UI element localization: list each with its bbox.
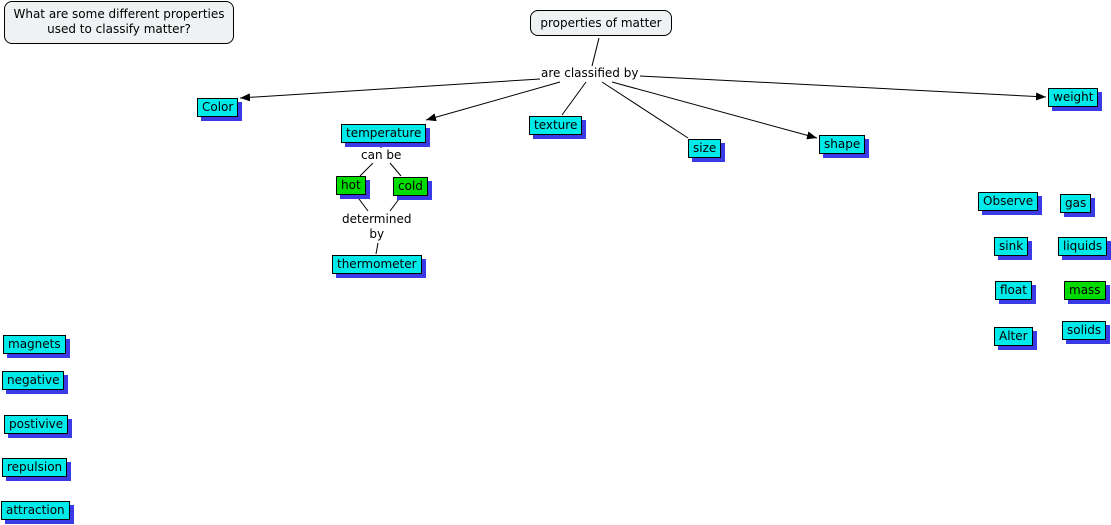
- concept-weight[interactable]: weight: [1048, 88, 1099, 107]
- line-determined-to-thermometer: [375, 242, 379, 255]
- arrow-to-weight: [639, 75, 1047, 101]
- arrow-to-color: [239, 78, 541, 102]
- line-canbe-to-cold: [389, 162, 402, 177]
- concept-sink[interactable]: sink: [994, 237, 1029, 256]
- link-can-be: can be: [360, 148, 403, 163]
- link-are-classified-by: are classified by: [540, 66, 640, 81]
- concept-alter[interactable]: Alter: [994, 327, 1033, 346]
- focus-question[interactable]: What are some different properties used …: [4, 1, 234, 44]
- link-determined-by: determined by: [341, 212, 413, 242]
- concept-magnets[interactable]: magnets: [3, 335, 66, 354]
- root-concept[interactable]: properties of matter: [530, 10, 672, 36]
- line-root-to-link: [591, 37, 600, 67]
- concept-temperature[interactable]: temperature: [341, 124, 427, 143]
- concept-cold[interactable]: cold: [393, 177, 428, 196]
- concept-repulsion[interactable]: repulsion: [2, 458, 68, 477]
- concept-float[interactable]: float: [995, 281, 1032, 300]
- concept-negative[interactable]: negative: [2, 371, 65, 390]
- line-to-texture: [561, 81, 587, 116]
- concept-solids[interactable]: solids: [1062, 321, 1107, 340]
- concept-color[interactable]: Color: [197, 98, 239, 117]
- concept-postivive[interactable]: postivive: [4, 415, 69, 434]
- concept-mass[interactable]: mass: [1064, 281, 1106, 300]
- concept-liquids[interactable]: liquids: [1058, 237, 1108, 256]
- concept-thermometer[interactable]: thermometer: [332, 255, 422, 274]
- line-hot-to-determined: [355, 194, 369, 212]
- arrow-to-shape: [611, 81, 818, 140]
- concept-shape[interactable]: shape: [819, 135, 866, 154]
- concept-hot[interactable]: hot: [336, 176, 366, 195]
- concept-observe[interactable]: Observe: [978, 192, 1039, 211]
- concept-texture[interactable]: texture: [529, 116, 583, 135]
- arrow-to-temperature: [425, 81, 561, 122]
- concept-gas[interactable]: gas: [1060, 194, 1092, 213]
- line-to-size: [601, 81, 689, 139]
- line-canbe-to-hot: [359, 162, 374, 177]
- concept-size[interactable]: size: [688, 139, 722, 158]
- line-cold-to-determined: [389, 194, 403, 212]
- concept-attraction[interactable]: attraction: [1, 501, 70, 520]
